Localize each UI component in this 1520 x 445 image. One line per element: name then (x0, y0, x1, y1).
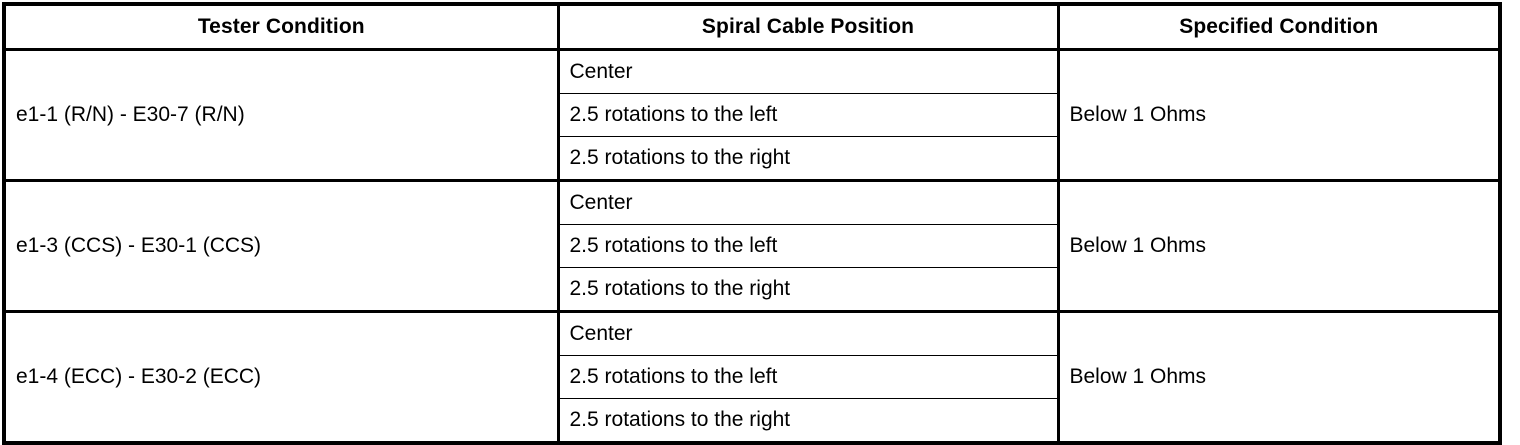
table-row: e1-3 (CCS) - E30-1 (CCS) Center Below 1 … (4, 179, 1500, 312)
table-row: 2.5 rotations to the right (4, 267, 1500, 312)
table-header-row: Tester Condition Spiral Cable Position S… (4, 4, 1500, 51)
table-row: e1-1 (R/N) - E30-7 (R/N) Center Below 1 … (4, 49, 1500, 181)
table-row: 2.5 rotations to the right (4, 136, 1500, 181)
column-header-specified-condition: Specified Condition (1056, 4, 1500, 51)
cell-spiral-cable-position: 2.5 rotations to the right (556, 398, 1058, 443)
cell-tester-condition: e1-4 (ECC) - E30-2 (ECC) (4, 310, 558, 443)
cell-spiral-cable-position: 2.5 rotations to the left (556, 93, 1058, 137)
column-header-tester-condition: Tester Condition (4, 4, 558, 51)
cell-spiral-cable-position: 2.5 rotations to the right (556, 267, 1058, 312)
cell-specified-condition: Below 1 Ohms (1056, 49, 1500, 181)
table-header: Tester Condition Spiral Cable Position S… (4, 4, 1500, 51)
cell-specified-condition: Below 1 Ohms (1056, 179, 1500, 312)
table-row: 2.5 rotations to the left (4, 355, 1500, 399)
table-body: e1-1 (R/N) - E30-7 (R/N) Center Below 1 … (4, 49, 1500, 443)
column-header-spiral-cable-position: Spiral Cable Position (556, 4, 1058, 51)
cell-tester-condition: e1-1 (R/N) - E30-7 (R/N) (16, 102, 245, 126)
table-row: 2.5 rotations to the left (4, 93, 1500, 137)
cell-spiral-cable-position: 2.5 rotations to the right (556, 136, 1058, 181)
cell-spiral-cable-position: 2.5 rotations to the left (556, 224, 1058, 268)
cell-spiral-cable-position: Center (556, 49, 1058, 94)
table-row: 2.5 rotations to the left (4, 224, 1500, 268)
cell-spiral-cable-position: Center (556, 310, 1058, 356)
cell-spiral-cable-position: Center (556, 179, 1058, 225)
cell-spiral-cable-position: 2.5 rotations to the left (556, 355, 1058, 399)
table-row: e1-4 (ECC) - E30-2 (ECC) Center Below 1 … (4, 310, 1500, 443)
cell-specified-condition: Below 1 Ohms (1056, 310, 1500, 443)
cell-tester-condition: e1-3 (CCS) - E30-1 (CCS) (4, 179, 558, 312)
